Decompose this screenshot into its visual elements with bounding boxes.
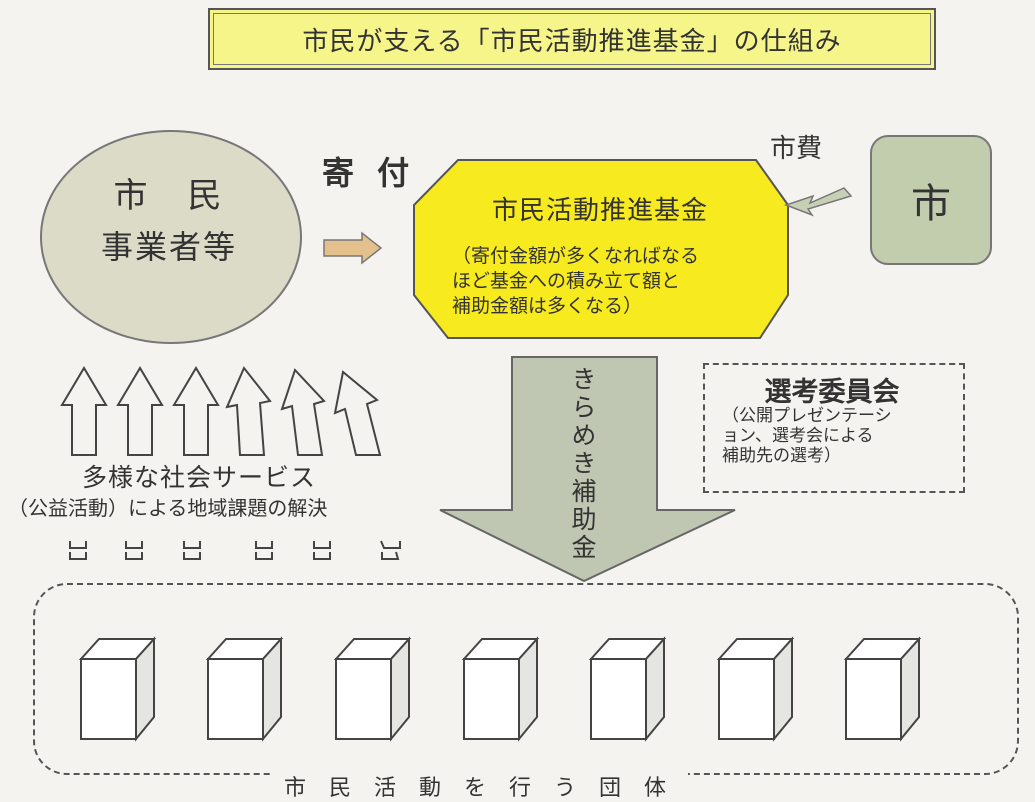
up-arrow-icon (60, 366, 108, 456)
committee-note-line: ョン、選考会による (722, 426, 874, 446)
committee-title: 選考委員会 (764, 377, 900, 408)
cube-icon (78, 636, 157, 742)
diagram-title: 市民が支える「市民活動推進基金」の仕組み (208, 8, 936, 70)
donation-label: 寄 付 (322, 154, 416, 192)
subsidy-label: きらめき補助金 (568, 366, 597, 562)
fund-title: 市民活動推進基金 (491, 196, 708, 226)
organizations-label: 市 民 活 動 を 行 う 団 体 (270, 770, 688, 802)
citizens-circle (40, 130, 302, 344)
services-subtitle: （公益活動）による地域課題の解決 (8, 496, 328, 520)
committee-box (703, 363, 965, 493)
fund-note-line: 補助金額は多くなる） (452, 295, 643, 317)
cube-icon (843, 636, 922, 742)
committee-note-line: 補助先の選考） (722, 446, 841, 466)
citizens-label: 市 民 (113, 176, 225, 216)
cube-icon (461, 636, 540, 742)
donation-arrow-icon (323, 231, 383, 265)
flow-marks (69, 540, 401, 560)
subsidy-down-arrow (439, 356, 736, 583)
committee-note-line: （公開プレゼンテーシ (722, 406, 892, 426)
up-arrow-icon (116, 366, 164, 456)
fund-note-line: （寄付金額が多くなればなる (452, 245, 700, 267)
organization-cubes (78, 636, 922, 742)
cube-icon (205, 636, 284, 742)
city-fee-label: 市費 (770, 134, 823, 164)
city-box: 市 (870, 135, 992, 265)
fund-note: （寄付金額が多くなればなる ほど基金への積み立て額と 補助金額は多くなる） (452, 244, 699, 319)
flow-mark-icon (69, 541, 87, 560)
services-title: 多様な社会サービス (82, 463, 317, 492)
fund-note-line: ほど基金への積み立て額と (452, 270, 681, 292)
up-arrows (60, 366, 382, 456)
cube-icon (333, 636, 412, 742)
businesses-label: 事業者等 (100, 228, 237, 266)
fund-octagon (413, 159, 789, 339)
up-arrow-icon (333, 370, 382, 456)
up-arrow-icon (172, 366, 220, 456)
flow-mark-icon (255, 541, 273, 560)
flow-mark-icon (183, 541, 201, 560)
up-arrow-icon (225, 366, 272, 456)
cube-icon (716, 636, 795, 742)
city-fee-arrow-icon (783, 187, 853, 217)
up-arrow-icon (280, 368, 326, 456)
committee-note: （公開プレゼンテーシ ョン、選考会による 補助先の選考） (722, 406, 892, 466)
flow-mark-icon (313, 541, 331, 560)
flow-mark-icon (125, 541, 143, 560)
city-label: 市 (911, 181, 951, 227)
organizations-group (33, 583, 1019, 775)
flow-mark-icon (380, 540, 401, 560)
cube-icon (588, 636, 667, 742)
